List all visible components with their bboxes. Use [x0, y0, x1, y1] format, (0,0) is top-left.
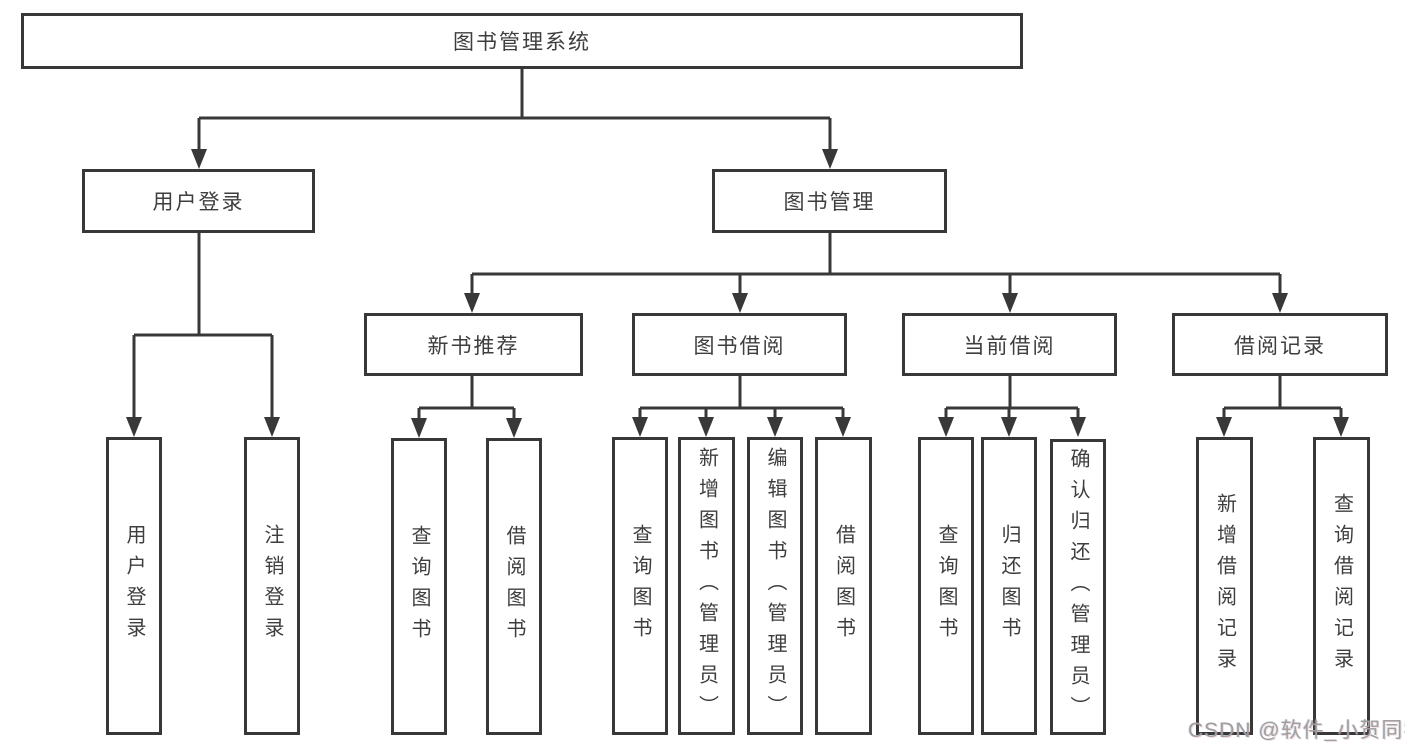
- node-user-login-label: 用户登录: [152, 191, 245, 214]
- connector-current-borrow-to-leaves: [944, 376, 1080, 422]
- connector-user-login-to-leaves: [132, 233, 274, 422]
- leaf-logout: 注销登录: [244, 437, 300, 735]
- node-root: 图书管理系统: [21, 13, 1023, 69]
- leaf-borrow-books-borrow: 借阅图书: [815, 437, 872, 735]
- arrowheads: [126, 149, 1349, 438]
- leaf-add-books-admin: 新增图书（管理员）: [678, 437, 735, 735]
- node-user-login: 用户登录: [82, 169, 315, 233]
- connector-book-mgmt-to-level3: [470, 233, 1282, 298]
- leaf-query-books-newbooks: 查询图书: [391, 438, 447, 735]
- leaf-confirm-return-admin: 确认归还（管理员）: [1050, 439, 1106, 735]
- connector-root-to-level2: [197, 69, 832, 155]
- leaf-query-borrow-record: 查询借阅记录: [1313, 437, 1370, 735]
- leaf-return-books: 归还图书: [981, 437, 1037, 735]
- connector-borrow-records-to-leaves: [1222, 376, 1343, 422]
- leaf-borrow-books-newbooks: 借阅图书: [486, 438, 542, 735]
- node-borrowing-records: 借阅记录: [1172, 313, 1388, 376]
- node-book-borrowing: 图书借阅: [632, 313, 847, 376]
- connector-new-books-to-leaves: [417, 376, 516, 423]
- node-book-borrowing-label: 图书借阅: [693, 334, 786, 358]
- node-root-label: 图书管理系统: [453, 31, 591, 54]
- node-borrowing-records-label: 借阅记录: [1234, 334, 1326, 358]
- leaf-add-borrow-record: 新增借阅记录: [1196, 437, 1253, 735]
- node-current-borrowing: 当前借阅: [902, 313, 1117, 376]
- node-book-management-label: 图书管理: [783, 191, 876, 214]
- connector-book-borrow-to-leaves: [638, 376, 845, 422]
- node-current-borrowing-label: 当前借阅: [963, 334, 1056, 358]
- leaf-edit-books-admin: 编辑图书（管理员）: [747, 437, 803, 735]
- node-new-book-recommend: 新书推荐: [364, 313, 583, 376]
- leaf-user-login: 用户登录: [106, 437, 162, 735]
- leaf-query-books-current: 查询图书: [918, 437, 974, 735]
- csdn-watermark: CSDN @软件_小贺同学: [1188, 719, 1405, 742]
- leaf-query-books-borrow: 查询图书: [612, 437, 668, 735]
- node-new-book-recommend-label: 新书推荐: [427, 334, 520, 358]
- node-book-management: 图书管理: [712, 169, 947, 233]
